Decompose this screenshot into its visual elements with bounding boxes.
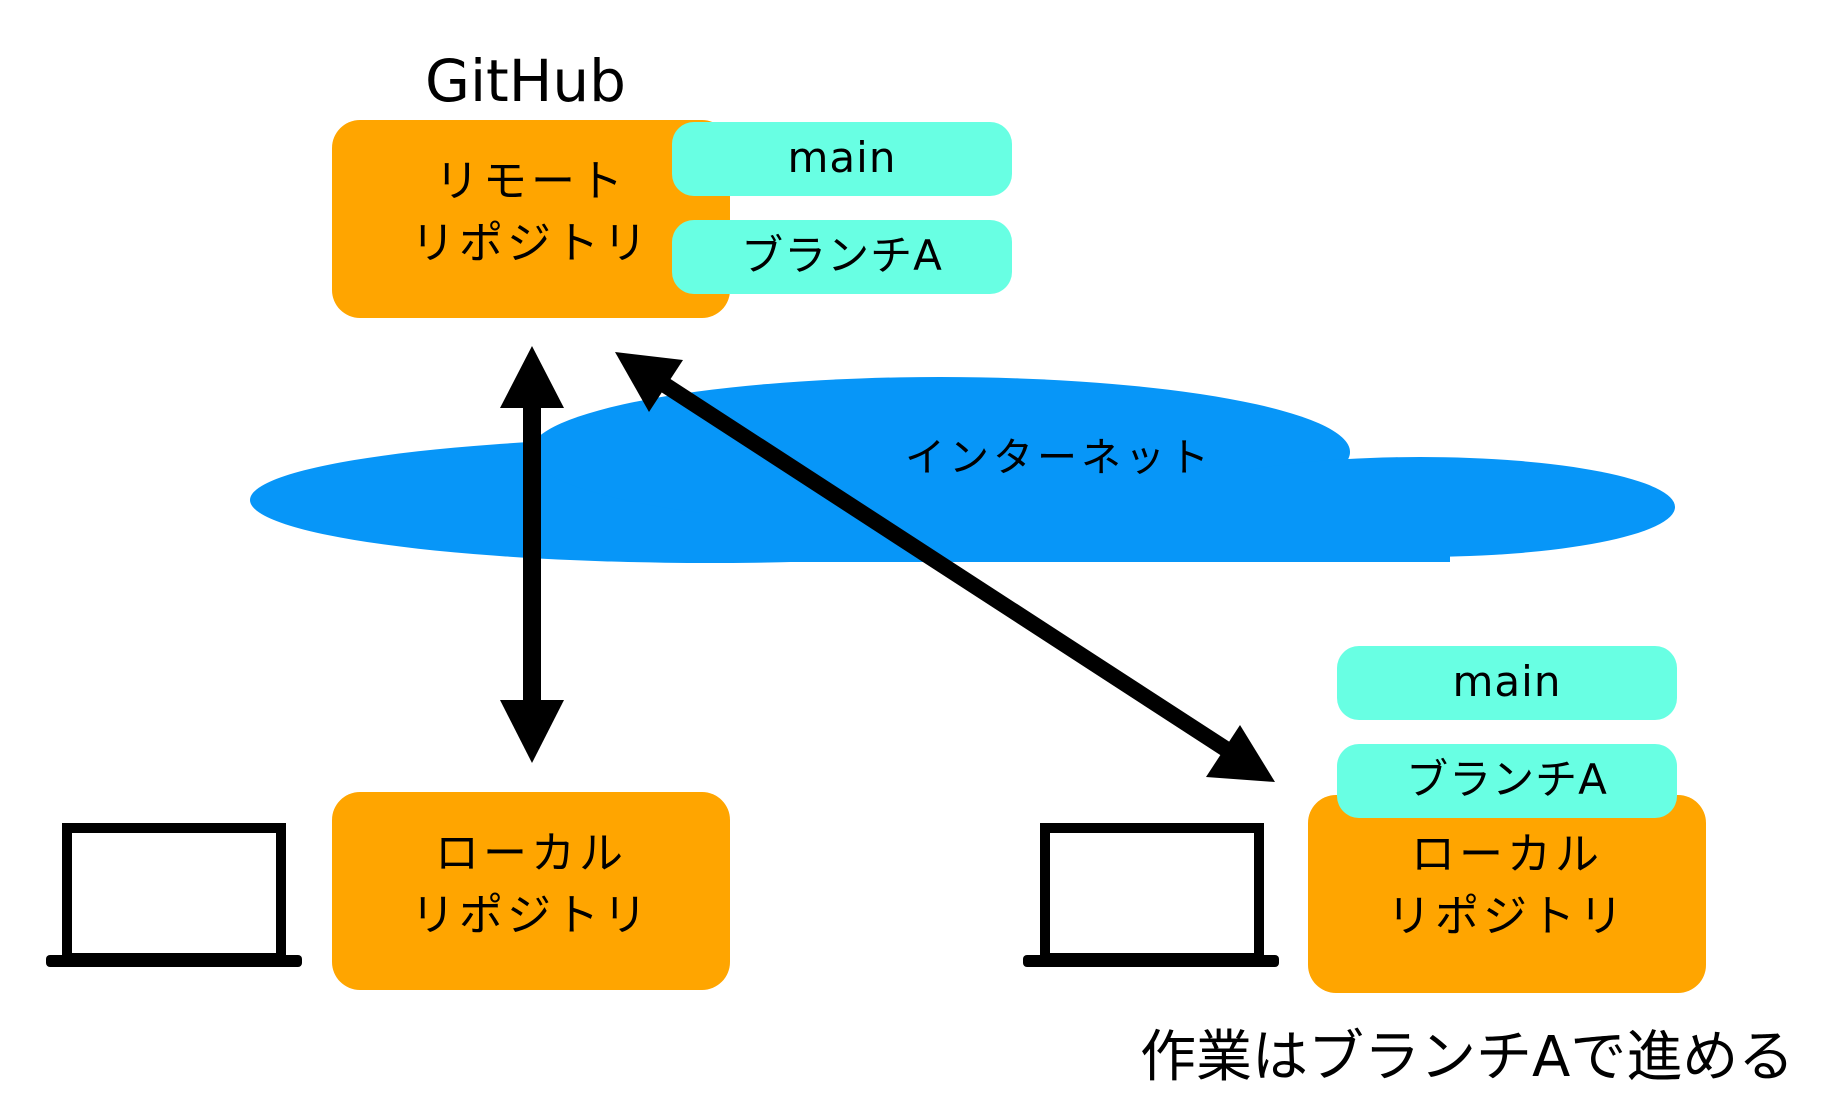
laptop-icon-right xyxy=(1023,823,1279,967)
local-repository-right-line1: ローカル xyxy=(1411,829,1603,880)
local-repository-left-line2: リポジトリ xyxy=(411,890,651,941)
remote-branch-main: main xyxy=(672,122,1012,196)
internet-label: インターネット xyxy=(905,435,1213,481)
local-repository-left-line1: ローカル xyxy=(435,828,627,879)
github-label: GitHub xyxy=(425,47,626,115)
local-repository-right-line2: リポジトリ xyxy=(1387,891,1627,942)
remote-repository: リモート リポジトリ xyxy=(332,120,730,318)
sync-arrow-left xyxy=(500,346,564,763)
remote-repository-line1: リモート xyxy=(435,156,627,207)
local-repository-right: ローカル リポジトリ xyxy=(1308,795,1706,993)
laptop-icon-left xyxy=(46,823,302,967)
sync-arrow-right xyxy=(615,352,1275,782)
local-branch-main: main xyxy=(1337,646,1677,720)
local-repository-left: ローカル リポジトリ xyxy=(332,792,730,990)
remote-branch-a: ブランチA xyxy=(672,220,1012,294)
remote-repository-line2: リポジトリ xyxy=(411,218,651,269)
local-branch-a: ブランチA xyxy=(1337,744,1677,818)
work-note: 作業はブランチAで進める xyxy=(1140,1025,1795,1090)
